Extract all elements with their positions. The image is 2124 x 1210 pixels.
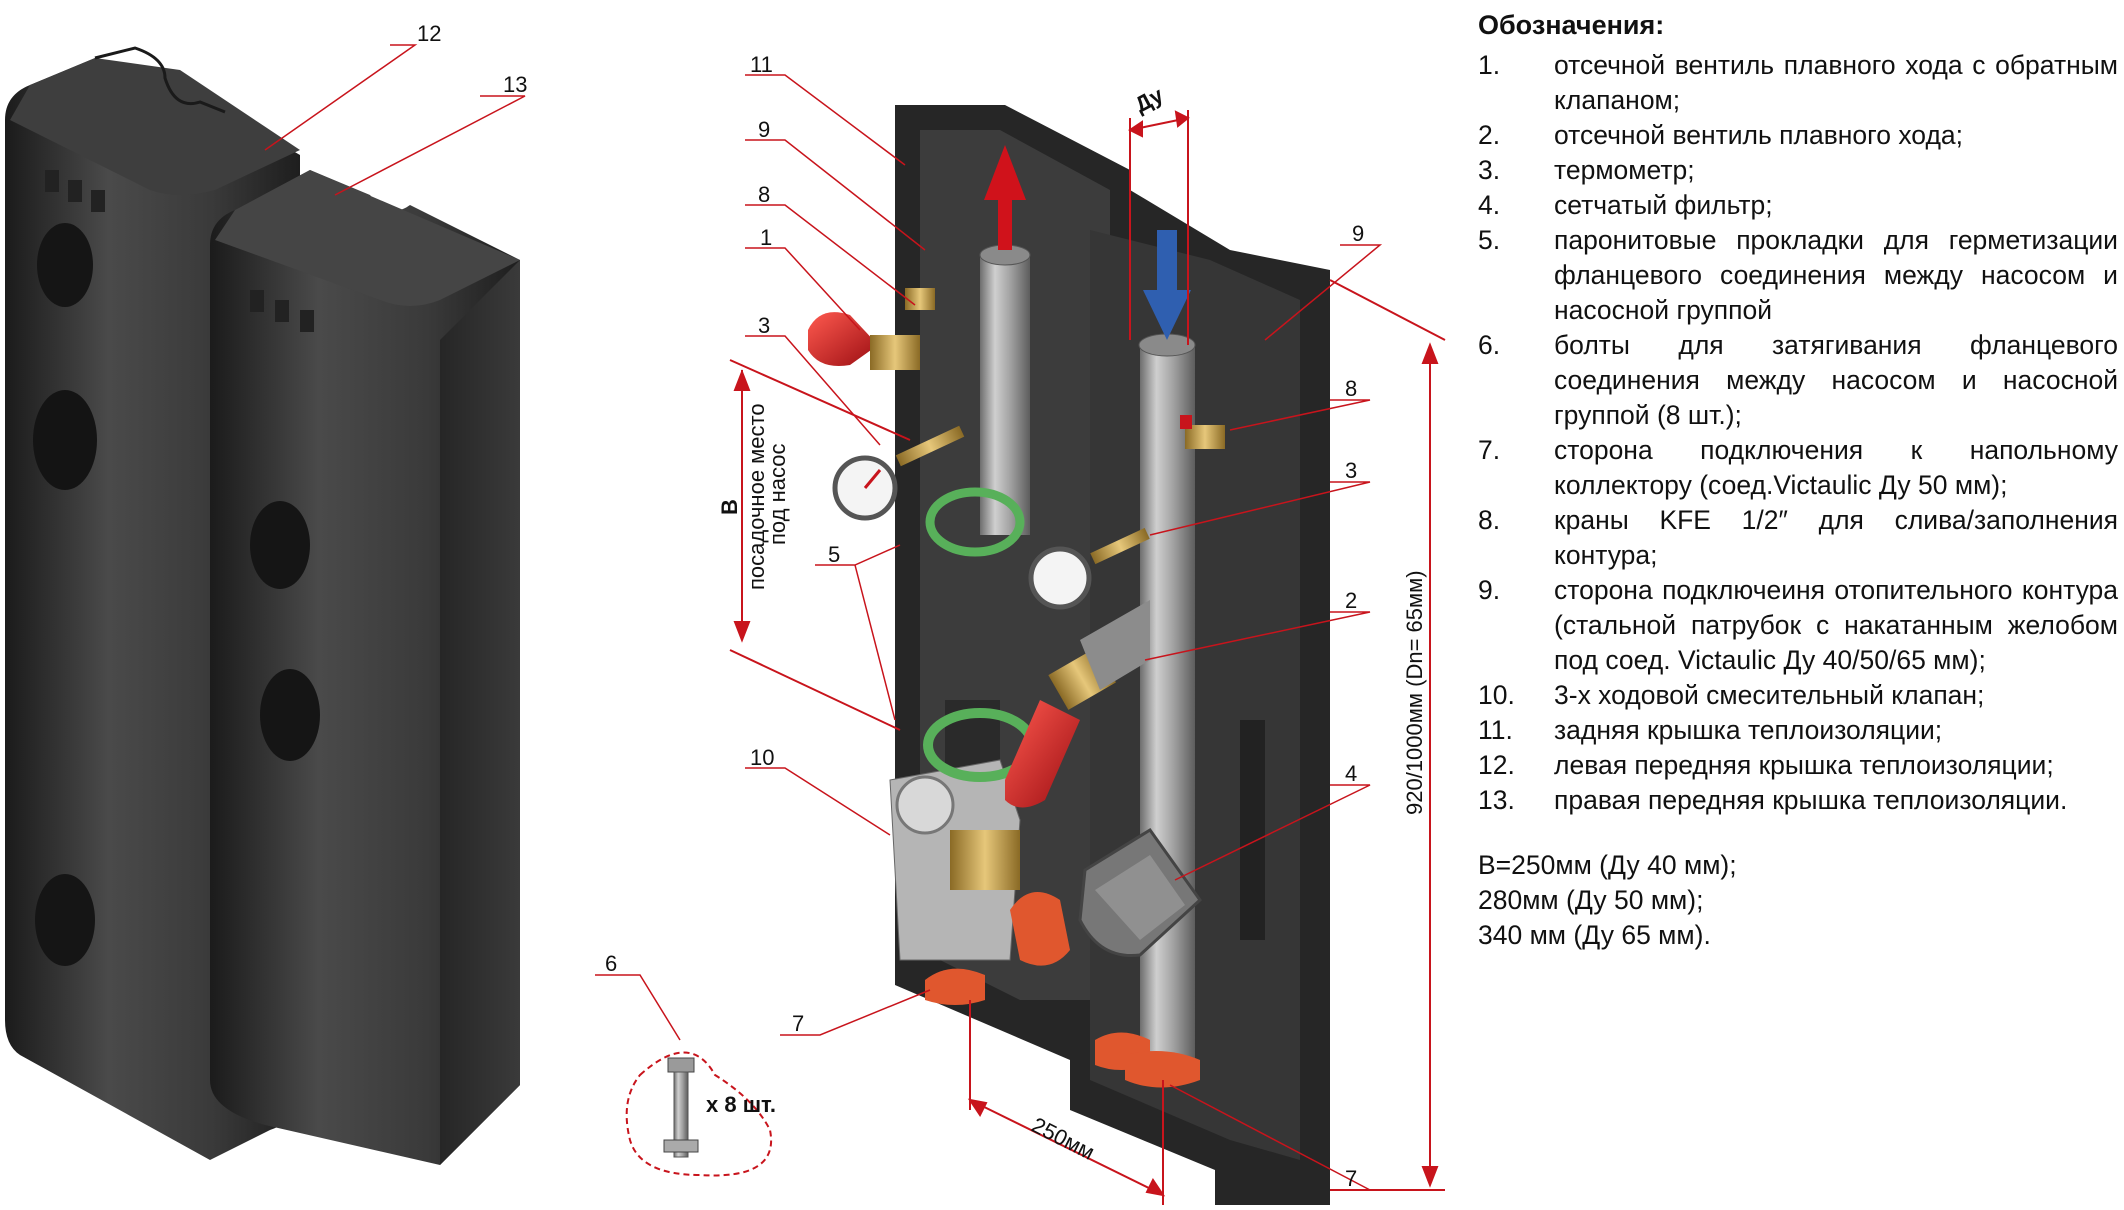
callout-3-right: 3 (1345, 458, 1357, 483)
callout-11: 11 (750, 52, 773, 77)
legend-item-text: правая передняя крышка теплоизоляции. (1554, 785, 2068, 815)
legend-item-text: болты для затягивания фланцевого соедине… (1554, 330, 2118, 430)
legend-item: 1. отсечной вентиль плавного хода с обрат… (1478, 48, 2118, 118)
legend-item-text: левая передняя крышка теплоизоляции; (1554, 750, 2054, 780)
legend-item: 12. левая передняя крышка теплоизоляции; (1478, 748, 2118, 783)
dim-du (1128, 110, 1190, 345)
victaulic-connection (925, 968, 1200, 1088)
flow-arrow-up (984, 145, 1026, 250)
dim-height-label: 920/1000мм (Dn= 65мм) (1402, 570, 1427, 815)
callout-2: 2 (1345, 588, 1357, 613)
legend-item-num: 8. (1478, 505, 1501, 535)
legend-item-text: 3-х ходовой смесительный клапан; (1554, 680, 1985, 710)
callout-9-left: 9 (758, 117, 770, 142)
hydraulic-module-diagram: x 8 шт. Ду B посадочное место под насос … (5, 21, 1446, 1205)
flow-arrow-down (1143, 230, 1191, 340)
bolts-inset: x 8 шт. (625, 1051, 776, 1177)
legend-item-text: отсечной вентиль плавного хода; (1554, 120, 1964, 150)
callout-3-left: 3 (758, 313, 770, 338)
dim-b (729, 359, 911, 731)
legend-item-num: 2. (1478, 120, 1501, 150)
legend-item-num: 5. (1478, 225, 1501, 255)
legend-item: 3. термометр; (1478, 153, 2118, 188)
strainer-filter (1010, 827, 1202, 966)
thermometer-right (1028, 527, 1150, 610)
note-line: 280мм (Ду 50 мм); (1478, 885, 1704, 915)
legend-panel: Обозначения: 1. отсечной вентиль плавного… (1478, 8, 2118, 953)
shutoff-valve (1005, 600, 1150, 808)
callout-4: 4 (1345, 761, 1357, 786)
legend-item: 6. болты для затягивания фланцевого соеди… (1478, 328, 2118, 433)
supply-pipe (979, 244, 1031, 535)
dim-b-text-2: под насос (765, 444, 790, 545)
legend-item-text: краны KFE 1/2″ для слива/заполнения конт… (1554, 505, 2118, 570)
legend-item: 5. паронитовые прокладки для герметизации… (1478, 223, 2118, 328)
callout-1: 1 (760, 225, 772, 250)
legend-item-text: паронитовые прокладки для герметизации ф… (1554, 225, 2118, 325)
thermometer-left (832, 425, 965, 521)
dim-width (967, 1000, 1166, 1205)
dim-du-label: Ду (1131, 82, 1168, 118)
dim-b-letter: B (717, 499, 742, 515)
dim-height (1329, 279, 1446, 1191)
legend-item-num: 3. (1478, 155, 1501, 185)
leader-lines (264, 44, 1383, 1191)
bolts-quantity: x 8 шт. (706, 1092, 776, 1117)
legend-item: 4. сетчатый фильтр; (1478, 188, 2118, 223)
legend-item-text: сторона подключеиня отопительного контур… (1554, 575, 2118, 675)
callout-12: 12 (417, 21, 441, 46)
gasket-upper (925, 487, 1025, 557)
legend-title: Обозначения: (1478, 10, 1665, 40)
callout-6: 6 (605, 951, 617, 976)
legend-item-text: задняя крышка теплоизоляции; (1554, 715, 1943, 745)
legend-item-text: термометр; (1554, 155, 1695, 185)
dim-width-label: 250мм (1028, 1112, 1099, 1165)
legend-item-num: 11. (1478, 715, 1513, 745)
legend-item-num: 1. (1478, 50, 1501, 80)
legend-item-num: 9. (1478, 575, 1501, 605)
kfe-valve-left (905, 288, 935, 310)
legend-item-num: 6. (1478, 330, 1501, 360)
legend-item: 8. краны KFE 1/2″ для слива/заполнения ко… (1478, 503, 2118, 573)
kfe-valve-right (1180, 415, 1225, 449)
legend-item-text: сторона подключения к напольному коллект… (1554, 435, 2118, 500)
mixing-valve (889, 759, 1021, 961)
legend-item-num: 10. (1478, 680, 1515, 710)
legend-item-num: 4. (1478, 190, 1501, 220)
legend-item-num: 13. (1478, 785, 1515, 815)
note-line: 340 мм (Ду 65 мм). (1478, 920, 1711, 950)
shutoff-valve-check (808, 312, 920, 370)
front-cover-right (210, 170, 520, 1165)
legend-notes: B=250мм (Ду 40 мм); 280мм (Ду 50 мм); 34… (1478, 848, 2118, 953)
callout-8-right: 8 (1345, 376, 1357, 401)
legend-item-text: отсечной вентиль плавного хода с обратны… (1554, 50, 2118, 115)
legend-item: 9. сторона подключеиня отопительного конт… (1478, 573, 2118, 678)
callout-8-left: 8 (758, 182, 770, 207)
legend-item: 10. 3-х ходовой смесительный клапан; (1478, 678, 2118, 713)
callout-9-right: 9 (1352, 221, 1364, 246)
legend-item: 11. задняя крышка теплоизоляции; (1478, 713, 2118, 748)
callout-10: 10 (750, 745, 774, 770)
callout-7-right: 7 (1345, 1166, 1357, 1191)
legend-item: 13. правая передняя крышка теплоизоляции. (1478, 783, 2118, 818)
dim-b-text-1: посадочное место (744, 403, 769, 590)
note-line: B=250мм (Ду 40 мм); (1478, 850, 1737, 880)
legend-item-num: 12. (1478, 750, 1515, 780)
callout-13: 13 (503, 72, 527, 97)
callout-7-left: 7 (792, 1011, 804, 1036)
callout-numbers: 12 13 11 9 8 1 3 5 10 6 7 9 8 3 2 4 7 (417, 21, 1364, 1191)
legend-item-text: сетчатый фильтр; (1554, 190, 1773, 220)
legend-list: 1. отсечной вентиль плавного хода с обрат… (1478, 48, 2118, 818)
legend-item: 2. отсечной вентиль плавного хода; (1478, 118, 2118, 153)
legend-item-num: 7. (1478, 435, 1501, 465)
callout-5: 5 (828, 542, 840, 567)
legend-item: 7. сторона подключения к напольному колле… (1478, 433, 2118, 503)
